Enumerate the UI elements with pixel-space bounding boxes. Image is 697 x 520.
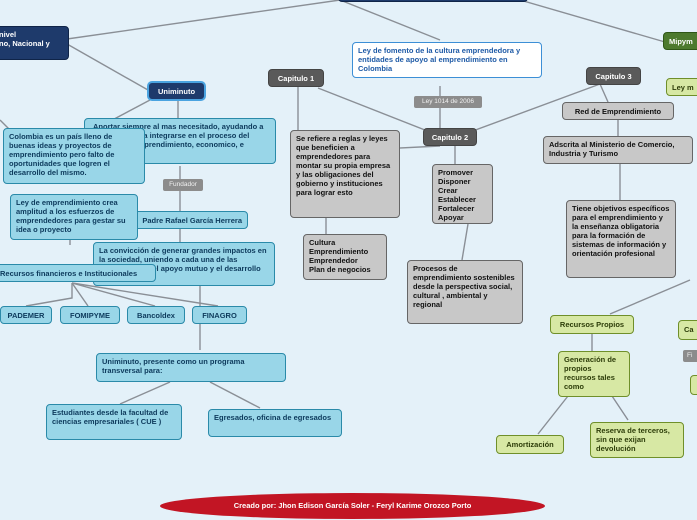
recursos-propios-node[interactable]: Recursos Propios xyxy=(550,315,634,334)
capitulo3-node[interactable]: Capitulo 3 xyxy=(586,67,641,85)
partial-node[interactable] xyxy=(690,375,697,395)
ley-m-node[interactable]: Ley m xyxy=(666,78,697,96)
finagro-node[interactable]: FINAGRO xyxy=(192,306,247,324)
connector xyxy=(519,0,666,43)
ley-fomento-node[interactable]: Ley de fomento de la cultura emprendedor… xyxy=(352,42,542,78)
connector xyxy=(537,395,569,435)
fundador-tag: Fundador xyxy=(163,179,203,191)
mipymes-node[interactable]: Mipym xyxy=(663,32,697,50)
egresados-node[interactable]: Egresados, oficina de egresados xyxy=(208,409,342,437)
padre-rafael-node[interactable]: Padre Rafael García Herrera xyxy=(130,211,248,229)
connector xyxy=(599,83,609,103)
connector xyxy=(317,87,431,133)
connector xyxy=(59,0,341,41)
capitulo2-node[interactable]: Capitulo 2 xyxy=(423,128,477,146)
connector xyxy=(339,0,441,41)
amortizacion-node[interactable]: Amortización xyxy=(496,435,564,454)
cultura-node[interactable]: Cultura Emprendimiento Emprendedor Plan … xyxy=(303,234,387,280)
bancoldex-node[interactable]: Bancoldex xyxy=(127,306,185,324)
procesos-node[interactable]: Procesos de emprendimiento sostenibles d… xyxy=(407,260,523,324)
connector xyxy=(611,395,629,421)
connector xyxy=(209,381,261,409)
capitulo1-node[interactable]: Capitulo 1 xyxy=(268,69,324,87)
nivel-node[interactable]: nivel no, Nacional y xyxy=(0,26,69,60)
connector xyxy=(71,282,89,307)
connector xyxy=(25,283,73,307)
ca-node[interactable]: Ca xyxy=(678,320,697,340)
ley-emprendimiento-node[interactable]: Ley de emprendimiento crea amplitud a lo… xyxy=(10,194,138,240)
author-credit-banner: Creado por: Jhon Edison García Soler - F… xyxy=(160,493,545,519)
colombia-node[interactable]: Colombia es un país lleno de buenas idea… xyxy=(3,128,145,184)
pademer-node[interactable]: PADEMER xyxy=(0,306,52,324)
connector xyxy=(609,279,691,315)
uniminuto-node[interactable]: Uniminuto xyxy=(148,82,205,100)
root-node[interactable] xyxy=(338,0,528,2)
fi-tag: Fi xyxy=(683,350,697,362)
connector xyxy=(119,381,171,405)
uniminuto-transversal-node[interactable]: Uniminuto, presente como un programa tra… xyxy=(96,353,286,382)
estudiantes-node[interactable]: Estudiantes desde la facultad de ciencia… xyxy=(46,404,182,440)
fomipyme-node[interactable]: FOMIPYME xyxy=(60,306,120,324)
se-refiere-node[interactable]: Se refiere a reglas y leyes que benefici… xyxy=(290,130,400,218)
tiene-objetivos-node[interactable]: Tiene objetivos específicos para el empr… xyxy=(566,200,676,278)
ley-1014-tag: Ley 1014 de 2006 xyxy=(414,96,482,108)
connector xyxy=(469,83,601,133)
connector xyxy=(71,282,219,307)
promover-node[interactable]: Promover Disponer Crear Establecer Forta… xyxy=(432,164,493,224)
connector xyxy=(59,39,149,91)
red-emprendimiento-node[interactable]: Red de Emprendimiento xyxy=(562,102,674,120)
recursos-financieros-node[interactable]: Recursos financieros e Institucionales xyxy=(0,264,156,282)
connector xyxy=(71,282,156,307)
reserva-node[interactable]: Reserva de terceros, sin que exijan devo… xyxy=(590,422,684,458)
adscrita-node[interactable]: Adscrita al Ministerio de Comercio, Indu… xyxy=(543,136,693,164)
generacion-node[interactable]: Generación de propios recursos tales com… xyxy=(558,351,630,397)
connector xyxy=(461,223,469,261)
